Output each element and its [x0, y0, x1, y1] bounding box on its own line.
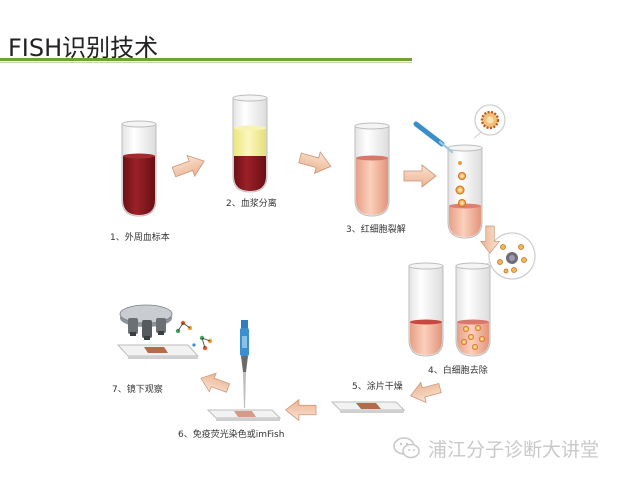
magnified-cell-bubble-1 [473, 104, 506, 139]
arrow-step4-to-step5 [407, 377, 444, 407]
micropipette [240, 320, 249, 408]
tube-whole-blood [121, 120, 157, 217]
magnified-cell-bubble-2 [475, 232, 536, 280]
tube-wbc-depletion-b [455, 262, 491, 357]
step-label-4: 4、白细胞去除 [428, 366, 488, 376]
tube-plasma-separation [232, 94, 268, 193]
title-underline [0, 58, 412, 61]
slide-microscopy [116, 344, 200, 359]
microscope-objectives [119, 304, 173, 340]
tube-wbc-depletion-a [408, 262, 444, 357]
step-label-5: 5、涂片干燥 [352, 382, 403, 392]
watermark: 浦江分子诊断大讲堂 [392, 432, 632, 464]
watermark-text: 浦江分子诊断大讲堂 [428, 438, 600, 461]
arrow-step6-to-step7 [197, 368, 232, 398]
step-label-6: 6、免疫荧光染色或imFish [178, 430, 285, 440]
slide-smear-dry [330, 401, 406, 413]
step-label-7: 7、镜下观察 [112, 385, 163, 395]
pipette-dropper [413, 121, 454, 154]
step-label-2: 2、血浆分离 [226, 199, 277, 209]
page-title: FISH识别技术 [8, 34, 159, 62]
tube-rbc-lysis [354, 122, 390, 217]
step-label-3: 3、红细胞裂解 [346, 225, 406, 235]
title-underline-light [0, 62, 412, 63]
slide-immunofluorescence [206, 409, 282, 421]
arrow-step1-to-step2 [169, 150, 209, 183]
arrow-step5-to-step6 [285, 399, 317, 421]
arrow-step3-to-labeling [403, 164, 437, 188]
arrow-step2-to-step3 [296, 146, 335, 178]
tube-bead-labeling [447, 144, 483, 239]
wechat-logo-icon [393, 437, 420, 459]
step-label-1: 1、外周血标本 [110, 233, 170, 243]
fluorescence-probe-icons [175, 320, 213, 351]
